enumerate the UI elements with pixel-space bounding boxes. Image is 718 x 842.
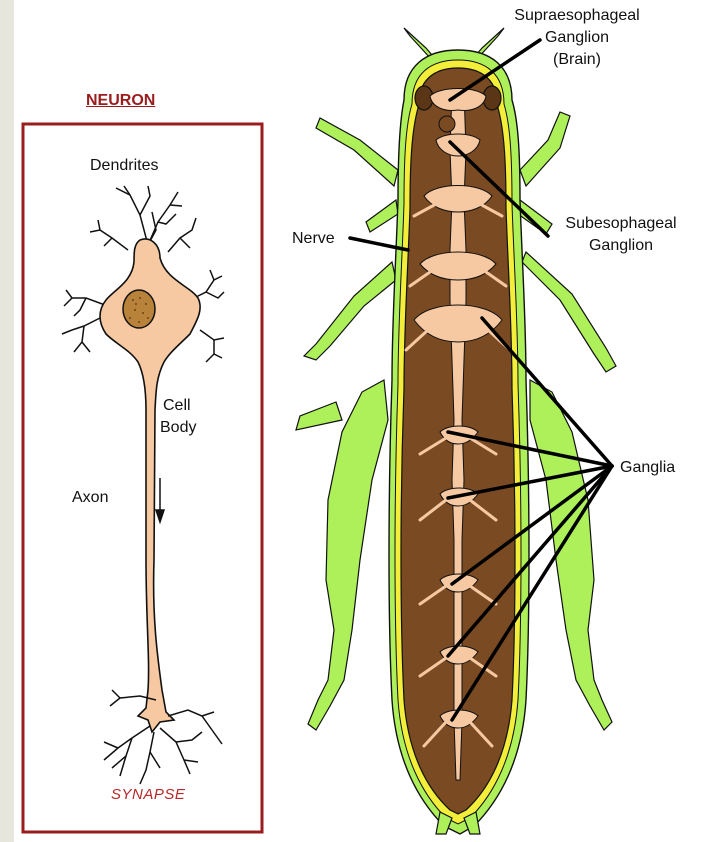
subesophageal-label-line1: Subesophageal xyxy=(556,214,686,233)
synapse-label: SYNAPSE xyxy=(111,786,185,803)
neuron-title: NEURON xyxy=(86,92,155,110)
cell-body-label-line1: Cell xyxy=(163,396,191,415)
supraesophageal-label-line3: (Brain) xyxy=(512,50,642,69)
axon-label: Axon xyxy=(72,488,108,507)
esophagus-opening xyxy=(439,116,455,132)
axon-direction-arrow xyxy=(156,478,164,522)
supraesophageal-ganglion xyxy=(430,89,486,111)
dendrites-label: Dendrites xyxy=(90,156,158,175)
cell-body-label-line2: Body xyxy=(160,418,196,437)
supraesophageal-label-line1: Supraesophageal xyxy=(512,6,642,25)
neuron-frame xyxy=(23,124,262,832)
nerve-label: Nerve xyxy=(292,229,335,248)
subesophageal-label-line2: Ganglion xyxy=(556,236,686,255)
ganglia-label: Ganglia xyxy=(620,458,675,477)
supraesophageal-label-line2: Ganglion xyxy=(512,28,642,47)
